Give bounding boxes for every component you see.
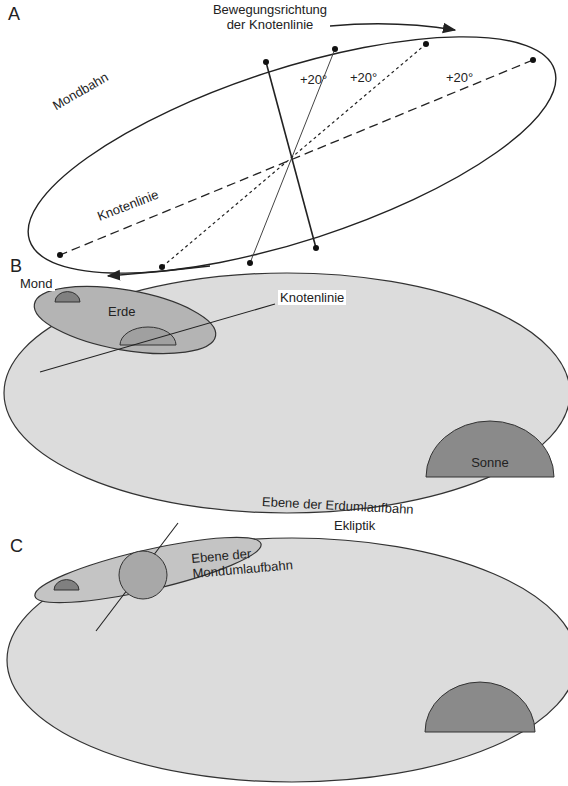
annotation: +20°: [300, 72, 327, 87]
annotation: Ebene der Erdumlaufbahn: [262, 494, 414, 517]
annotation: Erde: [108, 304, 135, 319]
node-points: [57, 41, 536, 270]
moon-orbit-plane: [29, 274, 221, 365]
earth: [120, 327, 176, 345]
axis-line: [96, 523, 178, 631]
node-line: [60, 60, 533, 255]
panel-letter: B: [8, 256, 24, 276]
sun: [425, 682, 535, 732]
direction-arrow: [330, 24, 455, 30]
moon: [54, 580, 79, 590]
annotation: Bewegungsrichtung der Knotenlinie: [205, 2, 335, 32]
sun-dome: Sonne: [425, 420, 555, 478]
annotation: Knotenlinie: [93, 186, 162, 224]
annotation: Ekliptik: [332, 518, 377, 533]
annotation: Ebene der Mondumlaufbahn: [191, 541, 303, 580]
earth: [119, 551, 167, 599]
annotation: Mondbahn: [48, 68, 112, 114]
annotation: +20°: [446, 70, 473, 85]
annotation: +20°: [350, 70, 377, 85]
moon: [55, 292, 80, 302]
panel-letter: A: [8, 4, 20, 24]
annotation: Mond: [18, 276, 55, 291]
node-line: [266, 62, 316, 248]
node-line: [162, 44, 426, 267]
direction-arrow: [108, 266, 210, 276]
sun-label: Sonne: [425, 455, 555, 470]
ecliptic-plane: [4, 273, 568, 513]
panel-letter: C: [8, 536, 25, 556]
node-line: [40, 304, 275, 372]
annotation: Knotenlinie: [278, 290, 346, 305]
